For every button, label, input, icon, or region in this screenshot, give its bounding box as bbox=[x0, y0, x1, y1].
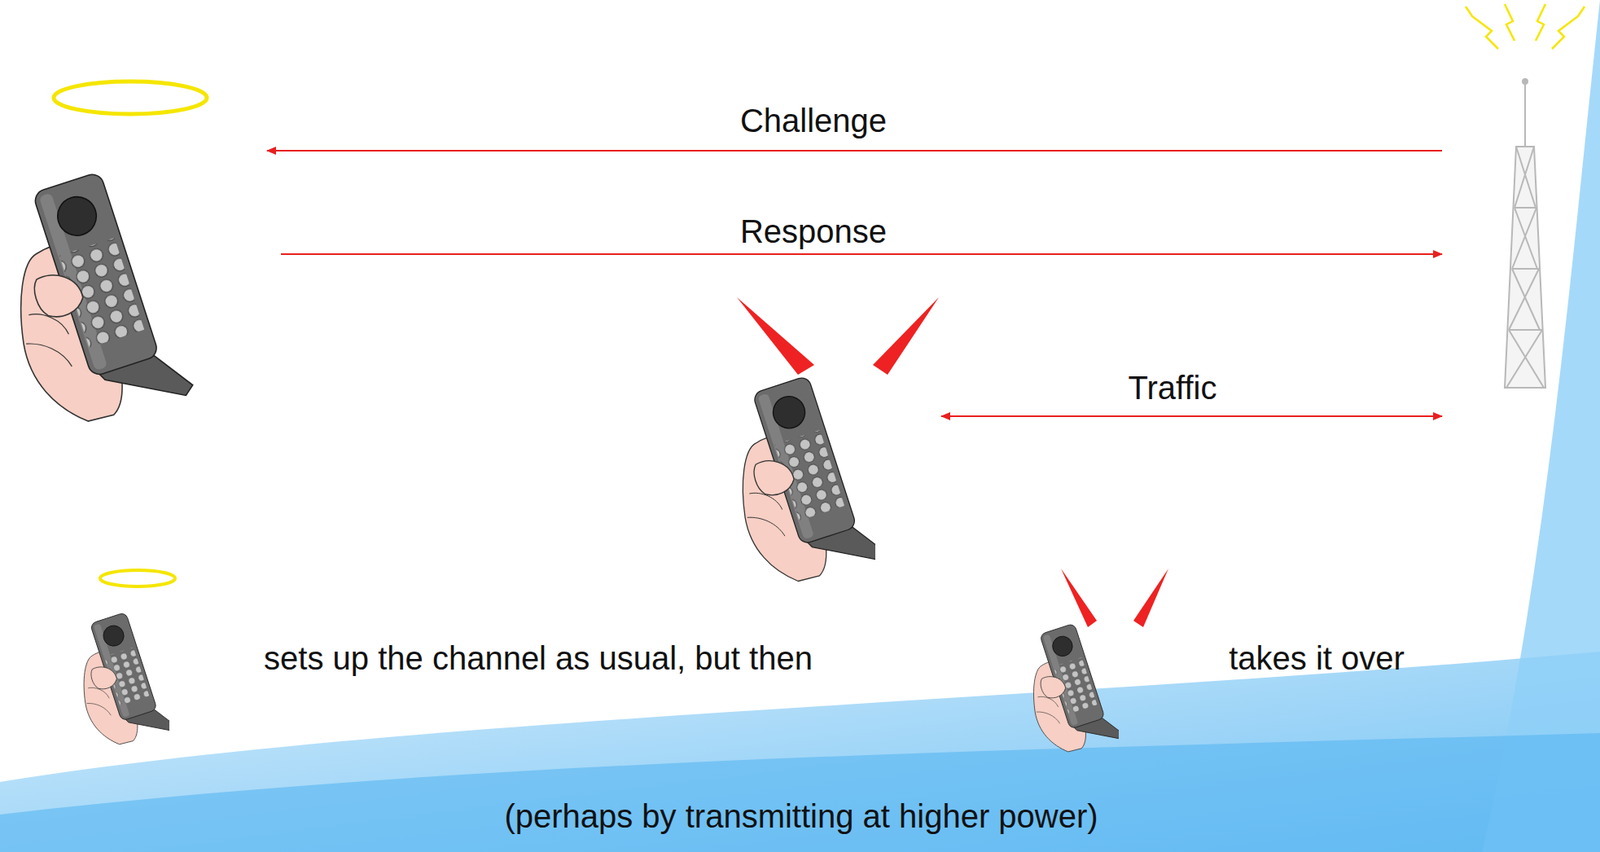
arrow-label: Response bbox=[740, 212, 887, 250]
response-arrow bbox=[280, 253, 1443, 255]
arrow-label: Traffic bbox=[1128, 368, 1218, 407]
traffic-arrow bbox=[941, 415, 1443, 417]
caption-text: sets up the channel as usual, but then bbox=[263, 639, 813, 677]
note-text: (perhaps by transmitting at higher power… bbox=[504, 797, 1098, 835]
halo bbox=[53, 81, 207, 114]
horn bbox=[736, 297, 815, 375]
evil-phone bbox=[742, 369, 886, 582]
cell-tower bbox=[1504, 78, 1546, 388]
horn bbox=[872, 297, 939, 375]
caption-text: takes it over bbox=[1228, 639, 1405, 677]
radio-waves bbox=[1465, 4, 1585, 49]
challenge-arrow bbox=[267, 149, 1443, 152]
good-phone bbox=[21, 164, 196, 421]
horn bbox=[1133, 568, 1169, 627]
good-phone-icon bbox=[83, 608, 176, 745]
horn bbox=[1060, 568, 1097, 627]
arrow-label: Challenge bbox=[740, 101, 887, 140]
halo bbox=[100, 569, 176, 587]
evil-phone-icon bbox=[1033, 619, 1123, 752]
